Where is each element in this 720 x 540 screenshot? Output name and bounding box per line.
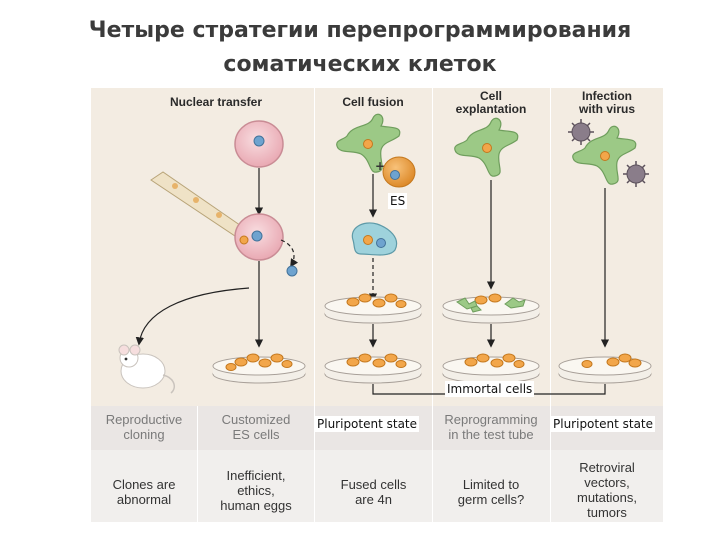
pluripotent-state-label-2: Pluripotent state — [551, 416, 656, 432]
removed-nucleus — [286, 265, 298, 277]
es-nucleus — [390, 170, 400, 180]
pluripotent-state-label: Pluripotent state — [315, 416, 420, 432]
culture-dish — [442, 353, 540, 384]
diagram-illustration: + — [118, 113, 652, 395]
header-cell-explantation: Cell explantation — [455, 89, 527, 116]
retroviral-label: Retroviral vectors, mutations, tumors — [577, 460, 637, 520]
reprogramming-label: Reprogramming in the test tube — [444, 412, 538, 442]
micropipette — [150, 171, 248, 241]
removed-nucleus-arrow — [280, 239, 299, 268]
header-infection-virus: Infection with virus — [578, 89, 635, 116]
cloned-mouse — [118, 344, 176, 394]
culture-dish — [324, 353, 422, 384]
arrow-to-mouse — [135, 287, 250, 346]
row-divider — [432, 406, 433, 522]
problems-row — [91, 450, 663, 522]
donor-nucleus — [251, 230, 263, 242]
limited-germ-label: Limited to germ cells? — [457, 477, 525, 507]
reproductive-cloning-label: Reproductive cloning — [105, 412, 183, 442]
culture-dish-mixed — [442, 293, 540, 324]
somatic-cell — [572, 125, 637, 185]
immortal-cells-label: Immortal cells — [445, 381, 535, 397]
egg-nucleus — [253, 135, 265, 147]
title-line-1: Четыре стратегии перепрограммирования — [88, 18, 632, 43]
injected-cell — [239, 235, 249, 245]
row-divider — [197, 406, 198, 522]
culture-dish — [212, 353, 306, 384]
somatic-cell — [454, 117, 519, 177]
slide-title: Четыре стратегии перепрограммирования со… — [0, 14, 720, 82]
fused-cells-label: Fused cells are 4n — [340, 477, 407, 507]
reprogramming-figure: Nuclear transfer Cell fusion Cell explan… — [91, 88, 663, 522]
hybrid-cell — [351, 222, 398, 256]
svg-text:+: + — [375, 159, 385, 173]
clones-abnormal-label: Clones are abnormal — [112, 477, 176, 507]
customized-es-label: Customized ES cells — [221, 412, 291, 442]
inefficient-label: Inefficient, ethics, human eggs — [220, 468, 292, 513]
column-divider — [432, 88, 433, 406]
column-divider — [550, 88, 551, 406]
es-label: ES — [388, 193, 408, 209]
header-nuclear-transfer: Nuclear transfer — [169, 95, 263, 109]
header-cell-fusion: Cell fusion — [342, 95, 404, 109]
row-divider — [314, 406, 315, 522]
virus-particle — [568, 119, 594, 145]
culture-dish — [558, 353, 652, 384]
culture-dish — [324, 293, 422, 324]
row-divider — [550, 406, 551, 522]
title-line-2: соматических клеток — [223, 52, 497, 77]
somatic-cell — [336, 113, 401, 173]
virus-particle — [623, 161, 649, 187]
column-divider — [314, 88, 315, 406]
